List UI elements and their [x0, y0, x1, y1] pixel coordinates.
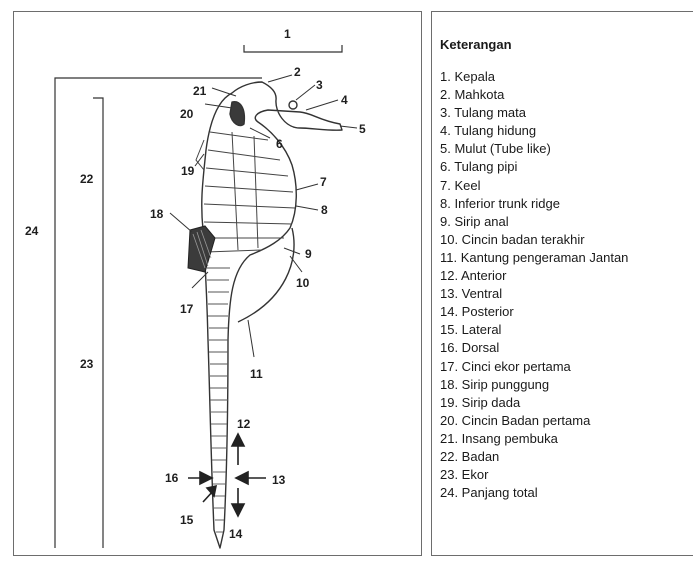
dorsal-fin: [188, 226, 215, 272]
legend-item: 17. Cinci ekor pertama: [440, 358, 628, 376]
legend-item: 4. Tulang hidung: [440, 122, 628, 140]
legend-item: 24. Panjang total: [440, 484, 628, 502]
legend-item: 5. Mulut (Tube like): [440, 140, 628, 158]
callout-11: 11: [250, 367, 263, 381]
bracket-total-length: [55, 78, 262, 548]
callout-4: 4: [341, 93, 348, 107]
legend-item: 12. Anterior: [440, 267, 628, 285]
callout-21: 21: [193, 84, 207, 98]
eye: [289, 101, 297, 109]
callout-5: 5: [359, 122, 366, 136]
legend-item: 18. Sirip punggung: [440, 376, 628, 394]
legend-item: 9. Sirip anal: [440, 213, 628, 231]
legend-item: 22. Badan: [440, 448, 628, 466]
callout-16: 16: [165, 471, 179, 485]
legend-item: 16. Dorsal: [440, 339, 628, 357]
legend-title: Keterangan: [440, 37, 512, 52]
callout-2: 2: [294, 65, 301, 79]
legend-item: 15. Lateral: [440, 321, 628, 339]
callout-1: 1: [284, 27, 291, 41]
legend-item: 19. Sirip dada: [440, 394, 628, 412]
brood-pouch-outline: [238, 228, 294, 322]
callout-24: 24: [25, 224, 39, 238]
callout-7: 7: [320, 175, 327, 189]
callout-10: 10: [296, 276, 310, 290]
legend-list: 1. Kepala 2. Mahkota 3. Tulang mata 4. T…: [440, 68, 628, 502]
legend-item: 1. Kepala: [440, 68, 628, 86]
callout-9: 9: [305, 247, 312, 261]
legend-item: 8. Inferior trunk ridge: [440, 195, 628, 213]
legend-item: 11. Kantung pengeraman Jantan: [440, 249, 628, 267]
callout-14: 14: [229, 527, 243, 541]
legend-item: 7. Keel: [440, 177, 628, 195]
callout-17: 17: [180, 302, 194, 316]
callout-3: 3: [316, 78, 323, 92]
legend-item: 14. Posterior: [440, 303, 628, 321]
legend-item: 10. Cincin badan terakhir: [440, 231, 628, 249]
callout-18: 18: [150, 207, 164, 221]
gill-opening: [230, 102, 244, 126]
legend-item: 3. Tulang mata: [440, 104, 628, 122]
callout-15: 15: [180, 513, 194, 527]
legend-panel: Keterangan 1. Kepala 2. Mahkota 3. Tulan…: [431, 11, 693, 556]
bracket-head: [244, 45, 342, 52]
legend-item: 6. Tulang pipi: [440, 158, 628, 176]
callout-23: 23: [80, 357, 94, 371]
legend-item: 23. Ekor: [440, 466, 628, 484]
callout-6: 6: [276, 137, 283, 151]
legend-item: 2. Mahkota: [440, 86, 628, 104]
legend-item: 21. Insang pembuka: [440, 430, 628, 448]
legend-item: 13. Ventral: [440, 285, 628, 303]
bracket-body: [93, 98, 103, 222]
legend-item: 20. Cincin Badan pertama: [440, 412, 628, 430]
callout-13: 13: [272, 473, 286, 487]
callout-8: 8: [321, 203, 328, 217]
callout-20: 20: [180, 107, 194, 121]
callout-19: 19: [181, 164, 195, 178]
callout-12: 12: [237, 417, 251, 431]
callout-22: 22: [80, 172, 94, 186]
